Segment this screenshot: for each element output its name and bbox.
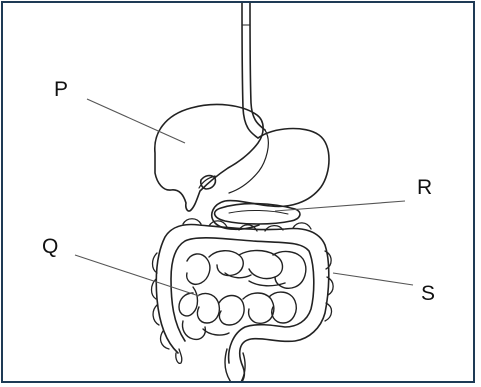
label-s: S <box>421 283 435 304</box>
stomach-inner <box>229 130 268 193</box>
label-r: R <box>417 177 432 198</box>
label-p: P <box>54 79 68 100</box>
leader-line-q <box>75 255 199 296</box>
leader-line-p <box>87 99 185 143</box>
oesophagus-outer <box>250 3 265 130</box>
digestive-system-diagram <box>3 3 475 383</box>
small-intestine <box>179 251 306 340</box>
label-q: Q <box>42 236 58 257</box>
leader-line-r <box>275 201 405 211</box>
liver <box>155 104 263 211</box>
stomach <box>212 129 329 230</box>
leader-line-s <box>333 273 413 285</box>
colon-haustra-left <box>152 253 170 349</box>
diagram-frame: P Q R S <box>1 1 475 383</box>
